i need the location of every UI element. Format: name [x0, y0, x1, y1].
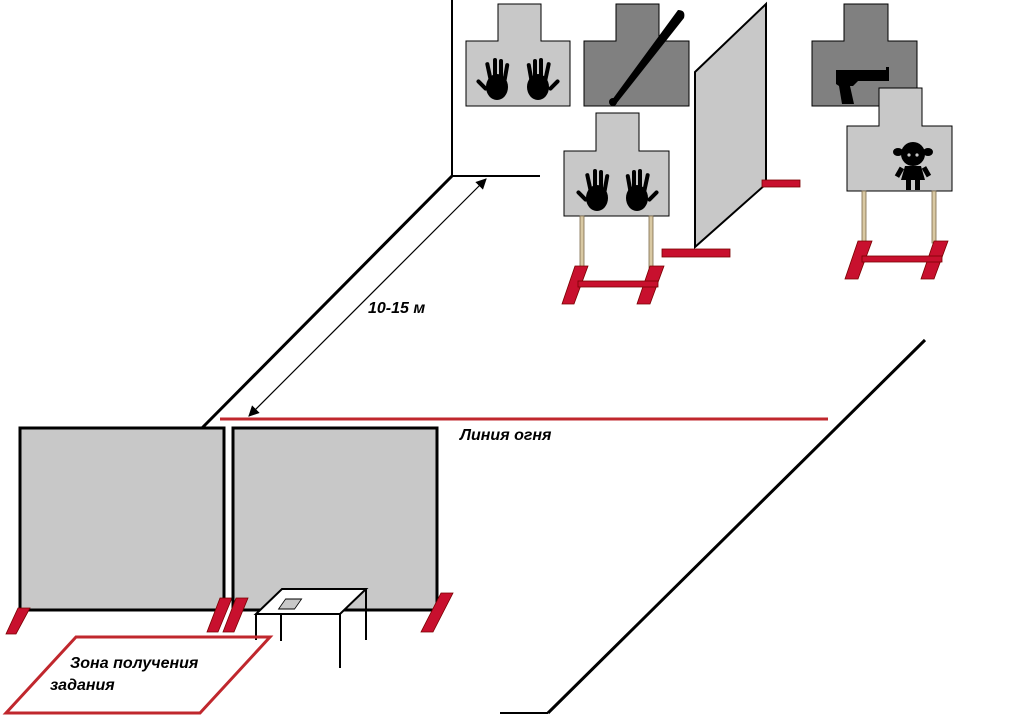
task-zone: Зона получения задания — [2, 635, 274, 715]
doll-icon — [893, 142, 933, 190]
target-hands-top — [465, 3, 571, 107]
target-hands-middle — [561, 112, 670, 305]
pistol-icon — [836, 67, 889, 104]
target-silhouette — [846, 87, 953, 192]
fire-line-label: Линия огня — [459, 427, 552, 444]
task-table — [253, 588, 369, 668]
right-floor-line — [546, 338, 927, 715]
task-zone-label-line2: задания — [50, 677, 115, 694]
distance-arrow — [248, 178, 487, 417]
target-stand — [561, 215, 665, 305]
task-zone-outline — [2, 635, 274, 715]
barrier-panel-middle — [661, 1, 801, 258]
baseball-bat-icon — [609, 10, 685, 106]
hands-icon — [576, 169, 659, 211]
target-bat — [583, 3, 690, 107]
distance-label: 10-15 м — [368, 300, 425, 317]
target-silhouette — [563, 112, 670, 217]
front-barrier-left — [5, 426, 233, 635]
task-zone-label-line1: Зона получения — [70, 655, 199, 672]
target-silhouette — [583, 3, 690, 107]
hands-icon — [476, 58, 560, 100]
task-card — [277, 598, 303, 610]
target-stand — [844, 190, 949, 280]
target-silhouette — [465, 3, 571, 107]
front-barrier-right — [222, 426, 454, 633]
target-doll — [844, 87, 953, 280]
